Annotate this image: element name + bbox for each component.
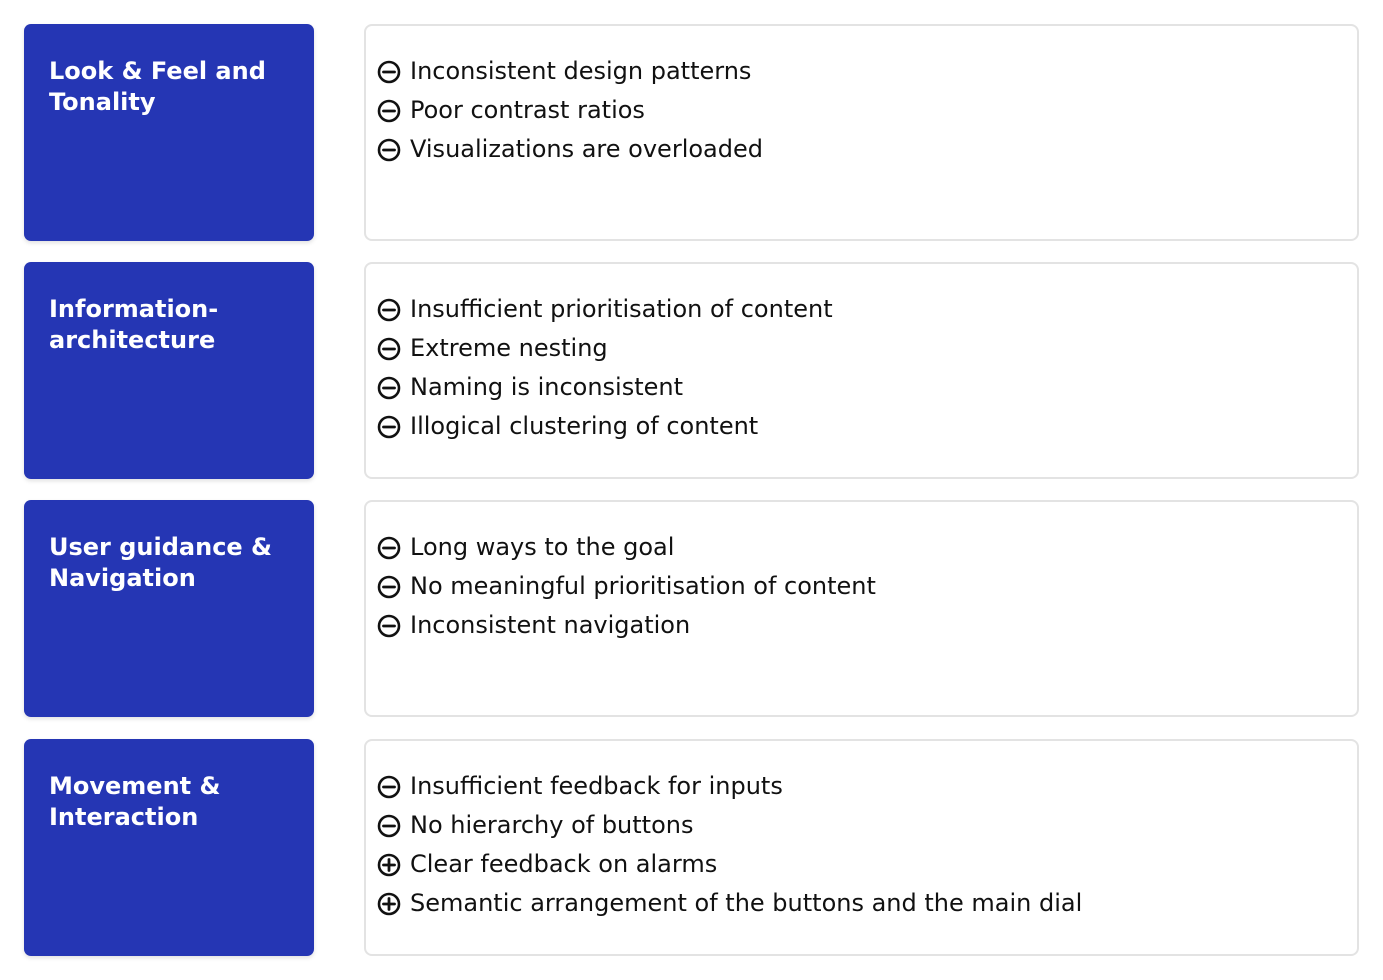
minus-circle-icon [376,613,402,639]
issue-item: Insufficient feedback for inputs [376,767,1357,806]
issue-item: Long ways to the goal [376,528,1357,567]
issue-text: Semantic arrangement of the buttons and … [410,889,1083,917]
minus-circle-icon [376,297,402,323]
evaluation-row-look-and-feel: Look & Feel and Tonality Inconsistent de… [0,24,1383,242]
issue-text: Extreme nesting [410,334,608,362]
issue-text: Poor contrast ratios [410,96,645,124]
issue-item: Extreme nesting [376,329,1357,368]
issue-item: Semantic arrangement of the buttons and … [376,884,1357,923]
issues-card: Long ways to the goal No meaningful prior… [364,500,1359,717]
category-card: Movement & Interaction [24,739,314,956]
issue-item: Visualizations are overloaded [376,130,1357,169]
minus-circle-icon [376,414,402,440]
issue-text: Inconsistent design patterns [410,57,752,85]
minus-circle-icon [376,535,402,561]
issue-text: Insufficient prioritisation of content [410,295,833,323]
minus-circle-icon [376,59,402,85]
minus-circle-icon [376,375,402,401]
evaluation-row-information-architecture: Information- architecture Insufficient p… [0,262,1383,480]
category-card: User guidance & Navigation [24,500,314,717]
minus-circle-icon [376,774,402,800]
issue-text: Long ways to the goal [410,533,675,561]
issue-text: Visualizations are overloaded [410,135,763,163]
minus-circle-icon [376,137,402,163]
issue-list: Insufficient feedback for inputs No hiera… [376,767,1357,923]
category-card: Information- architecture [24,262,314,479]
issues-card: Insufficient feedback for inputs No hiera… [364,739,1359,956]
plus-circle-icon [376,852,402,878]
issue-text: Inconsistent navigation [410,611,691,639]
issue-text: No hierarchy of buttons [410,811,694,839]
category-card: Look & Feel and Tonality [24,24,314,241]
issue-item: Naming is inconsistent [376,368,1357,407]
issue-item: Inconsistent design patterns [376,52,1357,91]
issue-item: Inconsistent navigation [376,606,1357,645]
issue-text: Naming is inconsistent [410,373,684,401]
issue-item: Clear feedback on alarms [376,845,1357,884]
minus-circle-icon [376,574,402,600]
issue-item: No meaningful prioritisation of content [376,567,1357,606]
evaluation-row-user-guidance: User guidance & Navigation Long ways to … [0,500,1383,718]
minus-circle-icon [376,336,402,362]
evaluation-row-movement-interaction: Movement & Interaction Insufficient feed… [0,739,1383,957]
issue-item: No hierarchy of buttons [376,806,1357,845]
issue-item: Insufficient prioritisation of content [376,290,1357,329]
category-title: Look & Feel and Tonality [49,57,266,116]
category-title: Information- architecture [49,295,219,354]
category-title: User guidance & Navigation [49,533,272,592]
issue-item: Illogical clustering of content [376,407,1357,446]
issue-text: Illogical clustering of content [410,412,759,440]
issue-text: No meaningful prioritisation of content [410,572,876,600]
issue-text: Insufficient feedback for inputs [410,772,783,800]
category-title: Movement & Interaction [49,772,221,831]
issue-item: Poor contrast ratios [376,91,1357,130]
issue-text: Clear feedback on alarms [410,850,718,878]
plus-circle-icon [376,891,402,917]
issue-list: Long ways to the goal No meaningful prior… [376,528,1357,645]
minus-circle-icon [376,98,402,124]
minus-circle-icon [376,813,402,839]
